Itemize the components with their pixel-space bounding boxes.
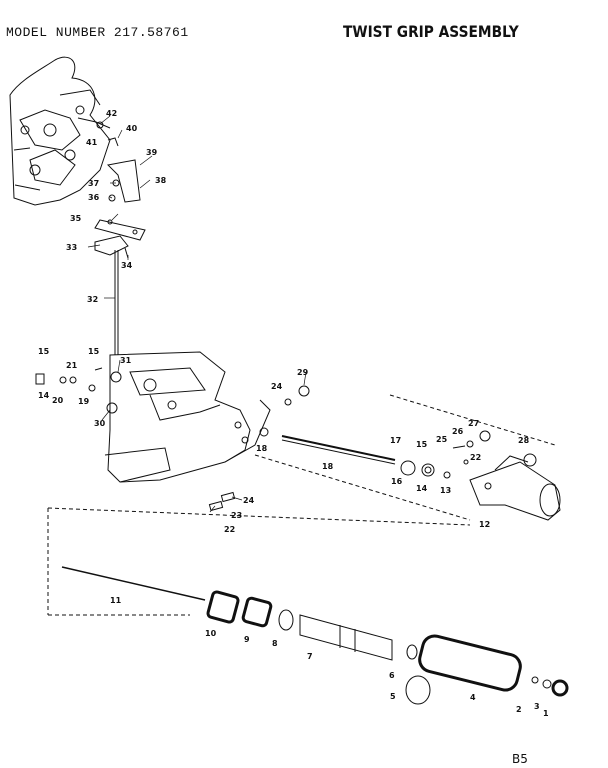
engine-carburetor-illustration [9, 56, 111, 206]
callout-3: 3 [534, 702, 540, 711]
callout-30: 30 [94, 419, 106, 428]
model-number: MODEL NUMBER 217.58761 [6, 25, 189, 40]
callout-leader-lines [87, 115, 307, 513]
callout-24: 24 [243, 496, 255, 505]
callout-13: 13 [440, 486, 451, 495]
callout-32: 32 [87, 295, 98, 304]
callout-16: 16 [391, 477, 403, 486]
callout-7: 7 [307, 652, 313, 661]
callout-27: 27 [468, 419, 479, 428]
callout-10: 10 [205, 629, 217, 638]
callout-21: 21 [66, 361, 78, 370]
callout-33: 33 [66, 243, 77, 252]
callout-24: 24 [271, 382, 283, 391]
callout-9: 9 [244, 635, 250, 644]
callout-14: 14 [416, 484, 428, 493]
cable-11 [61, 566, 206, 601]
callout-14: 14 [38, 391, 50, 400]
callout-31: 31 [120, 356, 132, 365]
page-code: B5 [512, 752, 528, 766]
callout-2: 2 [516, 705, 522, 714]
callout-36: 36 [88, 193, 100, 202]
callout-19: 19 [78, 397, 90, 406]
callout-8: 8 [272, 639, 278, 648]
callout-42: 42 [106, 109, 117, 118]
rod-18 [281, 435, 396, 461]
callout-numbers: 1 2 3 4 5 6 7 8 9 10 11 12 13 14 14 15 1… [38, 109, 549, 718]
callout-15: 15 [416, 440, 428, 449]
callout-11: 11 [110, 596, 122, 605]
callout-41: 41 [86, 138, 98, 147]
assembly-dashed-outline [47, 394, 556, 616]
callout-18: 18 [322, 462, 334, 471]
callout-38: 38 [155, 176, 167, 185]
callout-15: 15 [88, 347, 100, 356]
callout-26: 26 [452, 427, 464, 436]
callout-34: 34 [121, 261, 133, 270]
callout-35: 35 [70, 214, 82, 223]
callout-18: 18 [256, 444, 268, 453]
callout-29: 29 [297, 368, 309, 377]
page-title: TWIST GRIP ASSEMBLY [343, 22, 519, 41]
callout-25: 25 [436, 435, 448, 444]
grip-bracket-illustration [469, 455, 561, 521]
callout-12: 12 [479, 520, 490, 529]
callout-22: 22 [224, 525, 235, 534]
twist-grip-parts [206, 590, 569, 705]
callout-4: 4 [470, 693, 476, 702]
callout-6: 6 [389, 671, 395, 680]
callout-37: 37 [88, 179, 99, 188]
callout-15: 15 [38, 347, 50, 356]
callout-22: 22 [470, 453, 481, 462]
rod-18-edge [281, 439, 396, 465]
throttle-linkage-parts [77, 117, 146, 355]
callout-28: 28 [518, 436, 530, 445]
callout-5: 5 [390, 692, 396, 701]
callout-1: 1 [543, 709, 549, 718]
callout-20: 20 [52, 396, 64, 405]
callout-17: 17 [390, 436, 401, 445]
swivel-bracket-illustration [104, 351, 271, 483]
small-hardware-parts [35, 367, 310, 512]
right-hardware-parts [400, 430, 537, 479]
callout-40: 40 [126, 124, 138, 133]
callout-39: 39 [146, 148, 158, 157]
callout-23: 23 [231, 511, 242, 520]
